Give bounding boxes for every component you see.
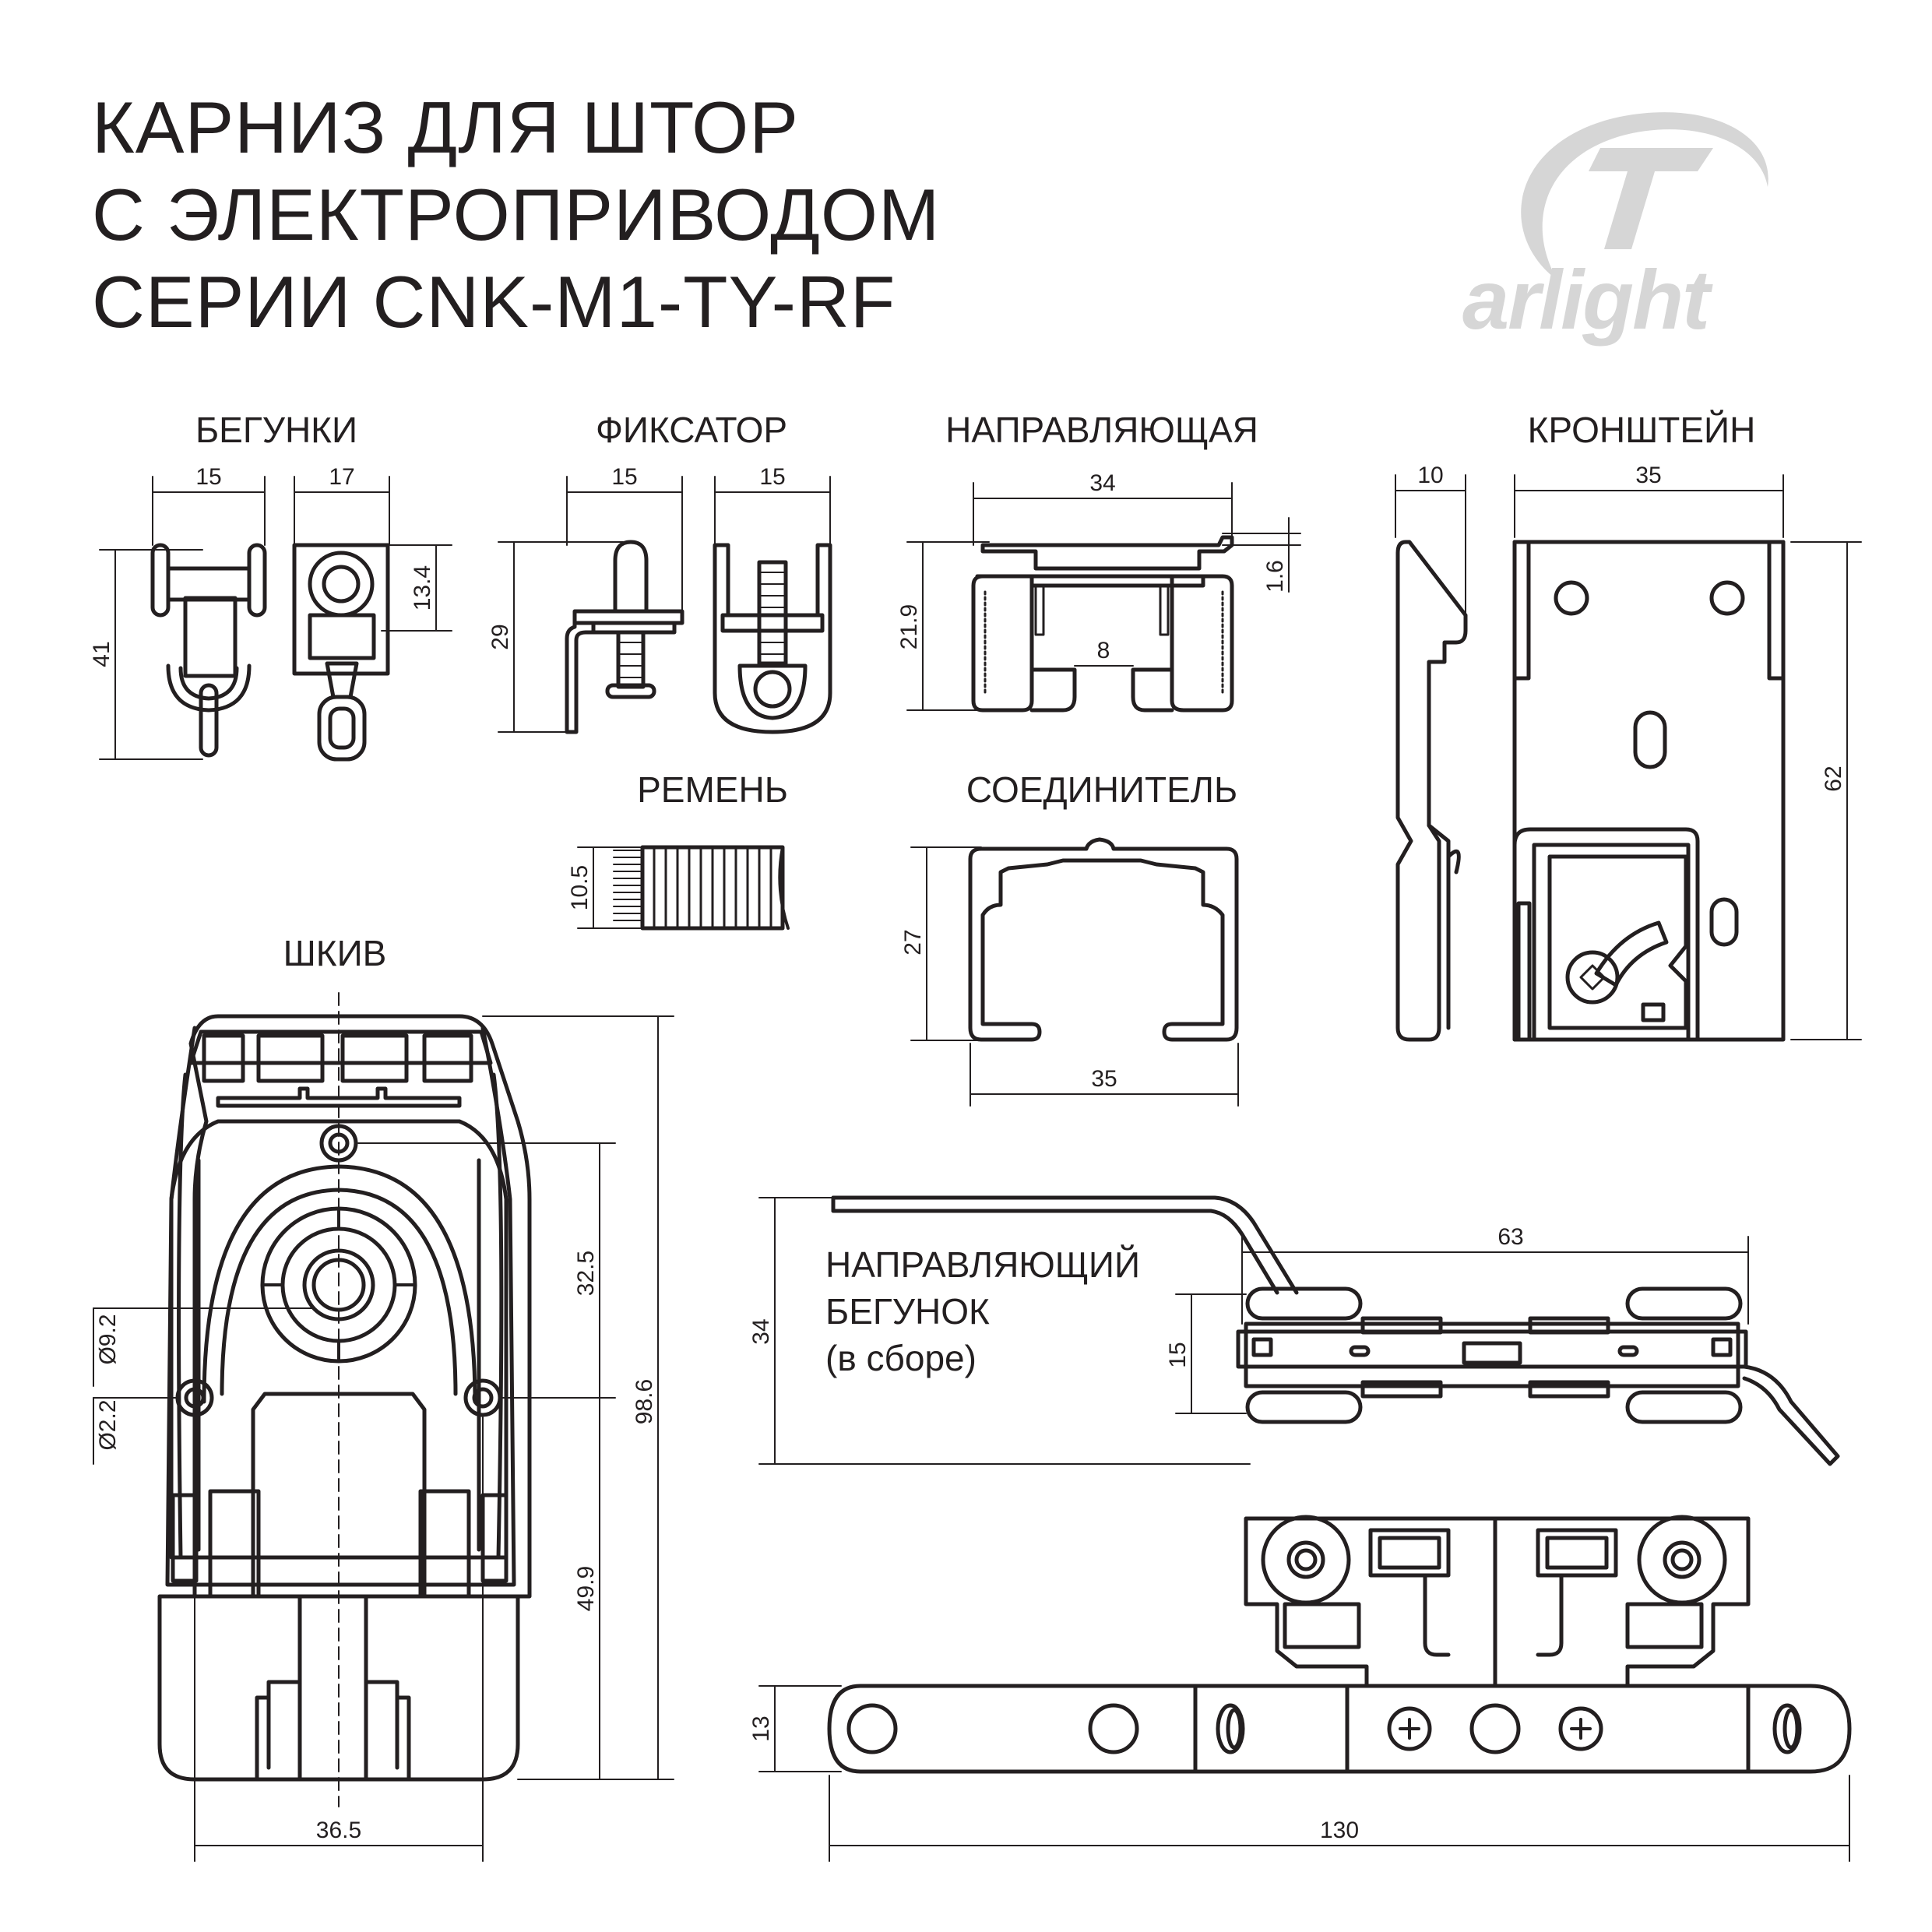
dim-fixator-w1: 15 <box>611 464 637 490</box>
dim-runners-h: 41 <box>89 641 114 667</box>
fixator-label: ФИКСАТОР <box>596 410 787 450</box>
dim-guide-h: 21.9 <box>896 604 922 649</box>
pulley-drawing: ШКИВ <box>93 933 674 1862</box>
dim-gr-h2: 15 <box>1165 1342 1191 1367</box>
guide-runner-label-2: БЕГУНОК <box>825 1291 990 1332</box>
title-line-2: С ЭЛЕКТРОПРИВОДОМ <box>92 174 941 255</box>
dim-pulley-h2: 49.9 <box>573 1566 599 1611</box>
belt-label: РЕМЕНЬ <box>637 769 788 810</box>
dim-bracket-h: 62 <box>1821 765 1846 791</box>
dim-connector-w: 35 <box>1091 1066 1117 1092</box>
arlight-logo-text: arlight <box>1462 252 1710 347</box>
connector-drawing: СОЕДИНИТЕЛЬ 27 35 <box>900 769 1239 1107</box>
dim-pulley-w: 36.5 <box>316 1818 361 1843</box>
guide-runner-drawing: НАПРАВЛЯЮЩИЙ БЕГУНОК (в сборе) 63 <box>748 1195 1852 1862</box>
dim-pulley-h3: 98.6 <box>632 1379 657 1424</box>
dim-guide-w: 34 <box>1089 470 1115 496</box>
title-line-1: КАРНИЗ ДЛЯ ШТОР <box>92 86 799 168</box>
belt-drawing: РЕМЕНЬ 10.5 <box>567 769 790 931</box>
dim-gr-h3: 13 <box>748 1716 774 1741</box>
bracket-drawing: КРОНШТЕЙН 10 35 62 <box>1395 410 1862 1042</box>
dim-gr-w: 63 <box>1497 1224 1523 1250</box>
page-title: КАРНИЗ ДЛЯ ШТОР С ЭЛЕКТРОПРИВОДОМ СЕРИИ … <box>92 84 940 346</box>
arlight-logo-swoosh-icon <box>1521 112 1768 280</box>
connector-label: СОЕДИНИТЕЛЬ <box>966 769 1237 810</box>
bracket-label: КРОНШТЕЙН <box>1528 410 1756 450</box>
runners-label: БЕГУНКИ <box>195 410 357 450</box>
dim-gr-len: 130 <box>1320 1818 1359 1843</box>
dim-guide-gap: 8 <box>1097 638 1110 663</box>
dim-fixator-w2: 15 <box>759 464 785 490</box>
dim-belt-h: 10.5 <box>567 865 593 910</box>
dim-pulley-h1: 32.5 <box>573 1251 599 1296</box>
dim-guide-t: 1.6 <box>1262 560 1288 593</box>
dim-runners-h2: 13.4 <box>410 565 435 611</box>
dim-pulley-d1: Ø9.2 <box>95 1314 121 1364</box>
runners-drawing: БЕГУНКИ 15 17 41 13.4 <box>89 410 452 762</box>
dim-runners-w2: 17 <box>329 464 354 490</box>
dim-fixator-h: 29 <box>487 624 513 649</box>
guide-label: НАПРАВЛЯЮЩАЯ <box>945 410 1258 450</box>
dim-bracket-w2: 35 <box>1635 463 1661 488</box>
guide-profile-drawing: НАПРАВЛЯЮЩАЯ 34 21.9 1.6 8 <box>896 410 1301 713</box>
guide-runner-label-1: НАПРАВЛЯЮЩИЙ <box>825 1244 1140 1285</box>
dim-runners-w1: 15 <box>195 464 221 490</box>
dim-pulley-d2: Ø2.2 <box>95 1399 121 1450</box>
dim-connector-h: 27 <box>900 929 926 955</box>
title-line-3: СЕРИИ CNK-M1-TY-RF <box>92 261 896 343</box>
pulley-label: ШКИВ <box>283 933 387 973</box>
fixator-drawing: ФИКСАТОР 15 15 29 <box>487 410 832 734</box>
guide-runner-label-3: (в сборе) <box>825 1338 977 1378</box>
dim-bracket-w1: 10 <box>1417 463 1443 488</box>
dim-gr-h1: 34 <box>748 1318 774 1344</box>
